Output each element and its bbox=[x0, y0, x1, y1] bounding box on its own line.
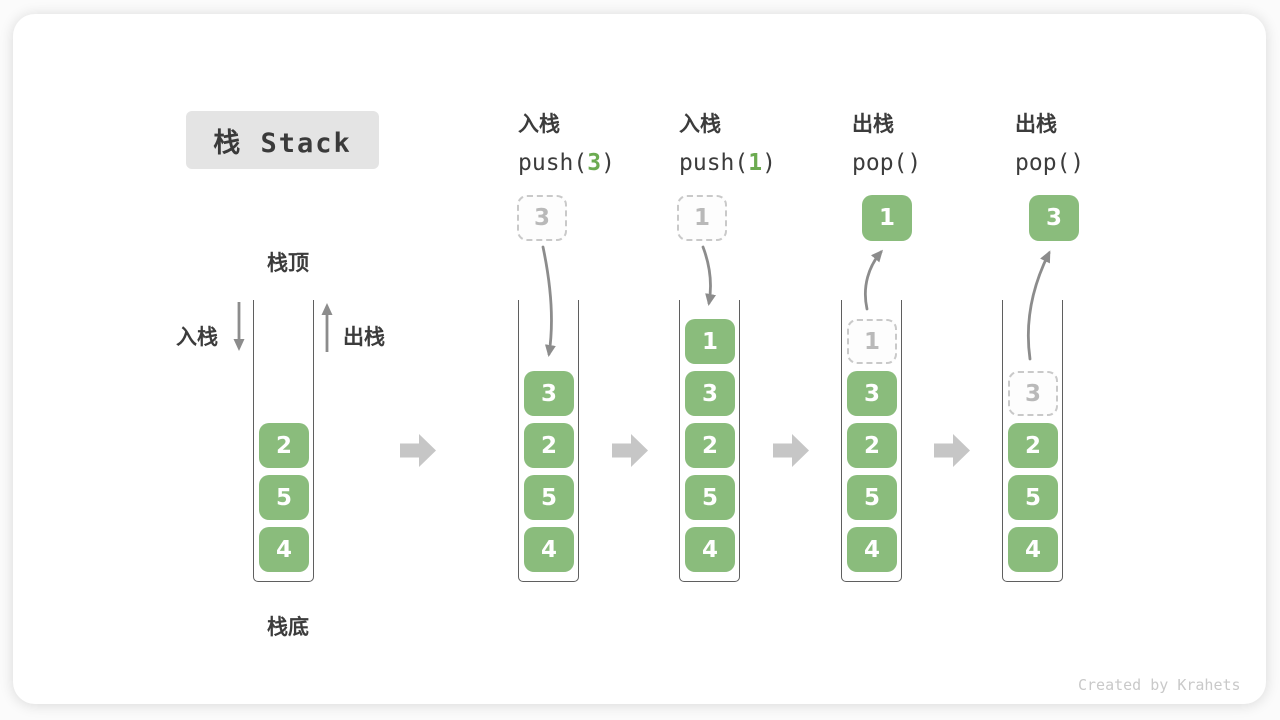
op-header-pop-1: 出栈 pop() bbox=[852, 108, 921, 176]
incoming-value-box: 3 bbox=[517, 195, 567, 241]
stack-item: 2 bbox=[1008, 423, 1058, 468]
stack-item: 3 bbox=[524, 371, 574, 416]
op-label: 入栈 bbox=[518, 113, 560, 136]
code-text: ) bbox=[601, 150, 615, 176]
popped-value-box: 3 bbox=[1029, 195, 1079, 241]
ghost-stack-item: 3 bbox=[1008, 371, 1058, 416]
watermark-credit: Created by Krahets bbox=[1078, 676, 1241, 694]
stack-bottom-label: 栈底 bbox=[267, 616, 309, 639]
stack-top-label: 栈顶 bbox=[267, 252, 309, 275]
code-text: ) bbox=[907, 150, 922, 176]
stack-item: 2 bbox=[524, 423, 574, 468]
title-text: 栈 Stack bbox=[213, 127, 352, 159]
incoming-value-box: 1 bbox=[677, 195, 727, 241]
stack-item: 3 bbox=[685, 371, 735, 416]
code-text: ) bbox=[1070, 150, 1085, 176]
op-header-push-1: 入栈 push(1) bbox=[679, 108, 776, 176]
stack-item: 2 bbox=[259, 423, 309, 468]
code-text: pop( bbox=[852, 150, 908, 176]
stack-item: 5 bbox=[259, 475, 309, 520]
op-header-pop-3: 出栈 pop() bbox=[1015, 108, 1084, 176]
code-text: push( bbox=[518, 150, 588, 176]
stack-item: 2 bbox=[847, 423, 897, 468]
stack-item: 4 bbox=[685, 527, 735, 572]
stack-item: 4 bbox=[259, 527, 309, 572]
code-text: ) bbox=[762, 150, 776, 176]
op-code: push(3) bbox=[518, 150, 615, 176]
code-text: pop( bbox=[1015, 150, 1071, 176]
stack-item: 1 bbox=[685, 319, 735, 364]
stack-item: 5 bbox=[685, 475, 735, 520]
step-arrow-icon bbox=[612, 434, 648, 467]
ghost-stack-item: 1 bbox=[847, 319, 897, 364]
op-code: pop() bbox=[852, 150, 921, 176]
step-arrow-icon bbox=[773, 434, 809, 467]
stack-item: 5 bbox=[524, 475, 574, 520]
stack-item: 4 bbox=[1008, 527, 1058, 572]
code-arg: 1 bbox=[748, 150, 763, 176]
op-label: 出栈 bbox=[852, 113, 894, 136]
popped-value-box: 1 bbox=[862, 195, 912, 241]
stack-item: 4 bbox=[847, 527, 897, 572]
pop-side-label: 出栈 bbox=[343, 326, 385, 349]
op-label: 出栈 bbox=[1015, 113, 1057, 136]
stack-item: 4 bbox=[524, 527, 574, 572]
code-text: push( bbox=[679, 150, 749, 176]
op-code: pop() bbox=[1015, 150, 1084, 176]
code-arg: 3 bbox=[587, 150, 602, 176]
step-arrow-icon bbox=[934, 434, 970, 467]
title-badge: 栈 Stack bbox=[186, 111, 379, 169]
stack-item: 5 bbox=[847, 475, 897, 520]
stack-item: 3 bbox=[847, 371, 897, 416]
op-label: 入栈 bbox=[679, 113, 721, 136]
stack-item: 2 bbox=[685, 423, 735, 468]
op-code: push(1) bbox=[679, 150, 776, 176]
step-arrow-icon bbox=[400, 434, 436, 467]
op-header-push-3: 入栈 push(3) bbox=[518, 108, 615, 176]
push-side-label: 入栈 bbox=[176, 326, 218, 349]
stack-item: 5 bbox=[1008, 475, 1058, 520]
